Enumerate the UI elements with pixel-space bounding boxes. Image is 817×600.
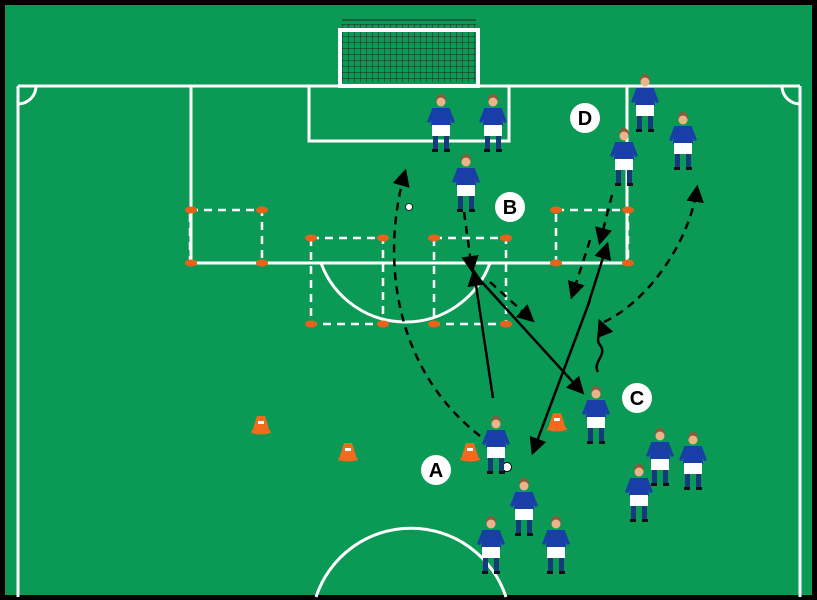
flat-marker (256, 206, 268, 214)
flat-marker (500, 234, 512, 242)
label-a-text: A (429, 460, 443, 482)
flat-marker (550, 206, 562, 214)
cone (547, 413, 567, 432)
flat-marker (377, 234, 389, 242)
dribble-arrow-c (595, 318, 614, 373)
label-a: A (421, 455, 451, 485)
flat-marker (622, 206, 634, 214)
label-c: C (622, 383, 652, 413)
flat-marker (428, 234, 440, 242)
cone (338, 443, 358, 462)
pass-arrow-b-to-c (479, 279, 585, 395)
zone-center-right (432, 236, 508, 326)
flat-marker (550, 259, 562, 267)
label-d-text: D (578, 108, 592, 130)
drill-arrows (392, 168, 704, 456)
flat-marker (500, 320, 512, 328)
zone-right (554, 208, 630, 265)
cone (251, 416, 271, 435)
goal (338, 19, 480, 88)
training-cones (251, 413, 567, 462)
center-circle (314, 526, 508, 598)
pass-arrow-a-to-b (467, 268, 495, 399)
flat-marker (428, 320, 440, 328)
run-arrow-d2 (567, 239, 592, 300)
flat-marker (305, 320, 317, 328)
flat-markers (185, 206, 634, 328)
penalty-arc (319, 262, 492, 324)
left-corner-arc (17, 85, 38, 106)
label-d: D (570, 103, 600, 133)
label-b: B (495, 192, 525, 222)
label-b-text: B (503, 197, 517, 219)
flat-marker (185, 259, 197, 267)
pass-arrow-to-d (586, 241, 612, 306)
flat-marker (185, 206, 197, 214)
cone (460, 443, 480, 462)
player-labels: A B C D (421, 103, 652, 485)
run-arrow-a (392, 168, 481, 437)
run-arrow-b (461, 211, 479, 274)
label-c-text: C (630, 388, 644, 410)
run-arrow-c (603, 184, 704, 324)
flat-marker (377, 320, 389, 328)
goal-net (342, 24, 476, 82)
zone-center-left (309, 236, 385, 326)
drill-zones (188, 208, 630, 326)
flat-marker (305, 234, 317, 242)
goal-frame (338, 28, 480, 88)
zone-left (188, 208, 264, 265)
flat-marker (622, 259, 634, 267)
run-arrow-b2 (489, 281, 535, 323)
right-corner-arc (780, 85, 801, 106)
pass-arrow-c-to-a (529, 299, 592, 456)
flat-marker (256, 259, 268, 267)
ball (405, 203, 413, 211)
